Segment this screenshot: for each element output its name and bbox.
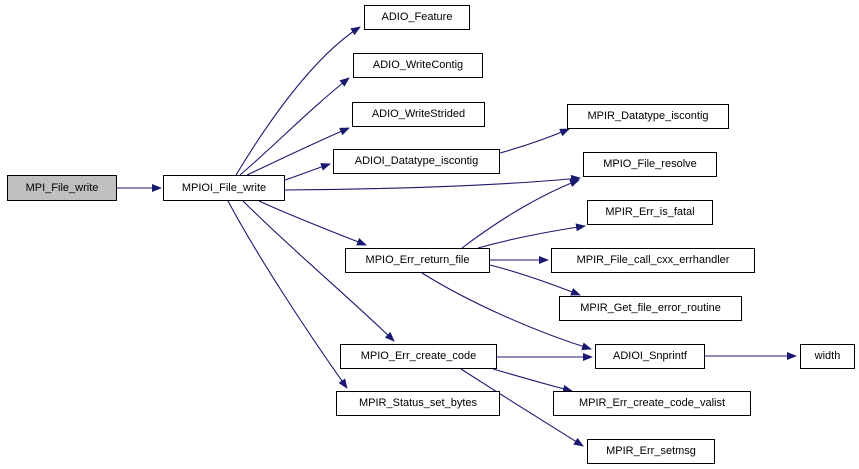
edge-MPIO_Err_create_code-to-MPIR_Err_create_code_valist <box>492 368 573 393</box>
node-MPIR_Err_setmsg[interactable]: MPIR_Err_setmsg <box>587 439 715 464</box>
node-MPIR_Err_create_code_valist[interactable]: MPIR_Err_create_code_valist <box>553 391 751 416</box>
node-MPIOI_File_write[interactable]: MPIOI_File_write <box>163 175 285 201</box>
edge-MPIOI_File_write-to-ADIO_WriteContig <box>239 77 350 176</box>
node-label: MPIOI_File_write <box>181 181 267 194</box>
node-ADIOI_Datatype_iscontig[interactable]: ADIOI_Datatype_iscontig <box>333 149 500 174</box>
edge-MPIOI_File_write-to-MPIO_Err_create_code <box>242 200 395 342</box>
node-label: MPIR_Get_file_error_routine <box>580 302 721 314</box>
call-edges <box>117 26 797 447</box>
node-label: MPIR_Err_is_fatal <box>605 206 695 218</box>
edge-MPIOI_File_write-to-MPIO_Err_return_file <box>258 200 367 246</box>
edge-MPIOI_File_write-to-ADIO_Feature <box>235 26 361 176</box>
edge-MPIOI_File_write-to-MPIR_Status_set_bytes <box>227 200 348 389</box>
edge-MPIO_Err_return_file-to-MPIR_Get_file_error_routine <box>489 264 581 296</box>
node-MPIR_File_call_cxx_errhandler[interactable]: MPIR_File_call_cxx_errhandler <box>551 248 755 273</box>
node-label: MPIR_Err_create_code_valist <box>578 397 726 409</box>
edge-ADIOI_Datatype_iscontig-to-MPIR_Datatype_iscontig <box>499 128 570 154</box>
edge-MPIO_Err_return_file-to-MPIO_File_resolve <box>461 179 580 249</box>
node-ADIO_WriteContig[interactable]: ADIO_WriteContig <box>353 53 483 78</box>
node-width[interactable]: width <box>800 344 855 369</box>
node-label: MPIR_Err_setmsg <box>606 445 696 457</box>
edge-MPIOI_File_write-to-ADIOI_Datatype_iscontig <box>284 163 331 181</box>
node-label: ADIO_WriteStrided <box>371 108 466 120</box>
node-label: ADIOI_Snprintf <box>613 350 687 362</box>
edge-MPIO_Err_return_file-to-MPIR_Err_is_fatal <box>477 223 586 249</box>
node-label: ADIO_Feature <box>381 11 453 23</box>
edge-MPIO_Err_return_file-to-ADIOI_Snprintf <box>421 272 592 351</box>
edge-MPIOI_File_write-to-ADIO_WriteStrided <box>246 127 350 176</box>
node-MPIO_Err_create_code[interactable]: MPIO_Err_create_code <box>340 344 497 369</box>
node-label: MPIR_Datatype_iscontig <box>587 110 709 122</box>
node-label: MPIO_Err_create_code <box>360 350 477 362</box>
node-label: MPIO_File_resolve <box>603 158 697 170</box>
node-MPI_File_write[interactable]: MPI_File_write <box>7 175 117 201</box>
node-MPIO_File_resolve[interactable]: MPIO_File_resolve <box>583 152 717 177</box>
node-label: width <box>814 350 841 362</box>
node-label: MPIR_File_call_cxx_errhandler <box>576 254 730 266</box>
node-MPIR_Get_file_error_routine[interactable]: MPIR_Get_file_error_routine <box>559 296 742 321</box>
node-MPIR_Status_set_bytes[interactable]: MPIR_Status_set_bytes <box>336 391 500 416</box>
node-label: MPI_File_write <box>25 181 99 194</box>
node-label: MPIR_Status_set_bytes <box>358 397 477 409</box>
node-ADIOI_Snprintf[interactable]: ADIOI_Snprintf <box>595 344 705 369</box>
node-label: ADIO_WriteContig <box>372 59 464 71</box>
node-ADIO_WriteStrided[interactable]: ADIO_WriteStrided <box>352 102 485 127</box>
node-MPIO_Err_return_file[interactable]: MPIO_Err_return_file <box>345 248 490 273</box>
node-MPIR_Datatype_iscontig[interactable]: MPIR_Datatype_iscontig <box>567 104 729 129</box>
edge-MPIOI_File_write-to-MPIO_File_resolve <box>284 174 581 191</box>
edge-MPIO_Err_create_code-to-MPIR_Err_setmsg <box>460 368 584 447</box>
node-label: ADIOI_Datatype_iscontig <box>354 155 479 167</box>
node-ADIO_Feature[interactable]: ADIO_Feature <box>364 5 470 30</box>
node-MPIR_Err_is_fatal[interactable]: MPIR_Err_is_fatal <box>587 200 713 225</box>
node-label: MPIO_Err_return_file <box>365 254 470 266</box>
